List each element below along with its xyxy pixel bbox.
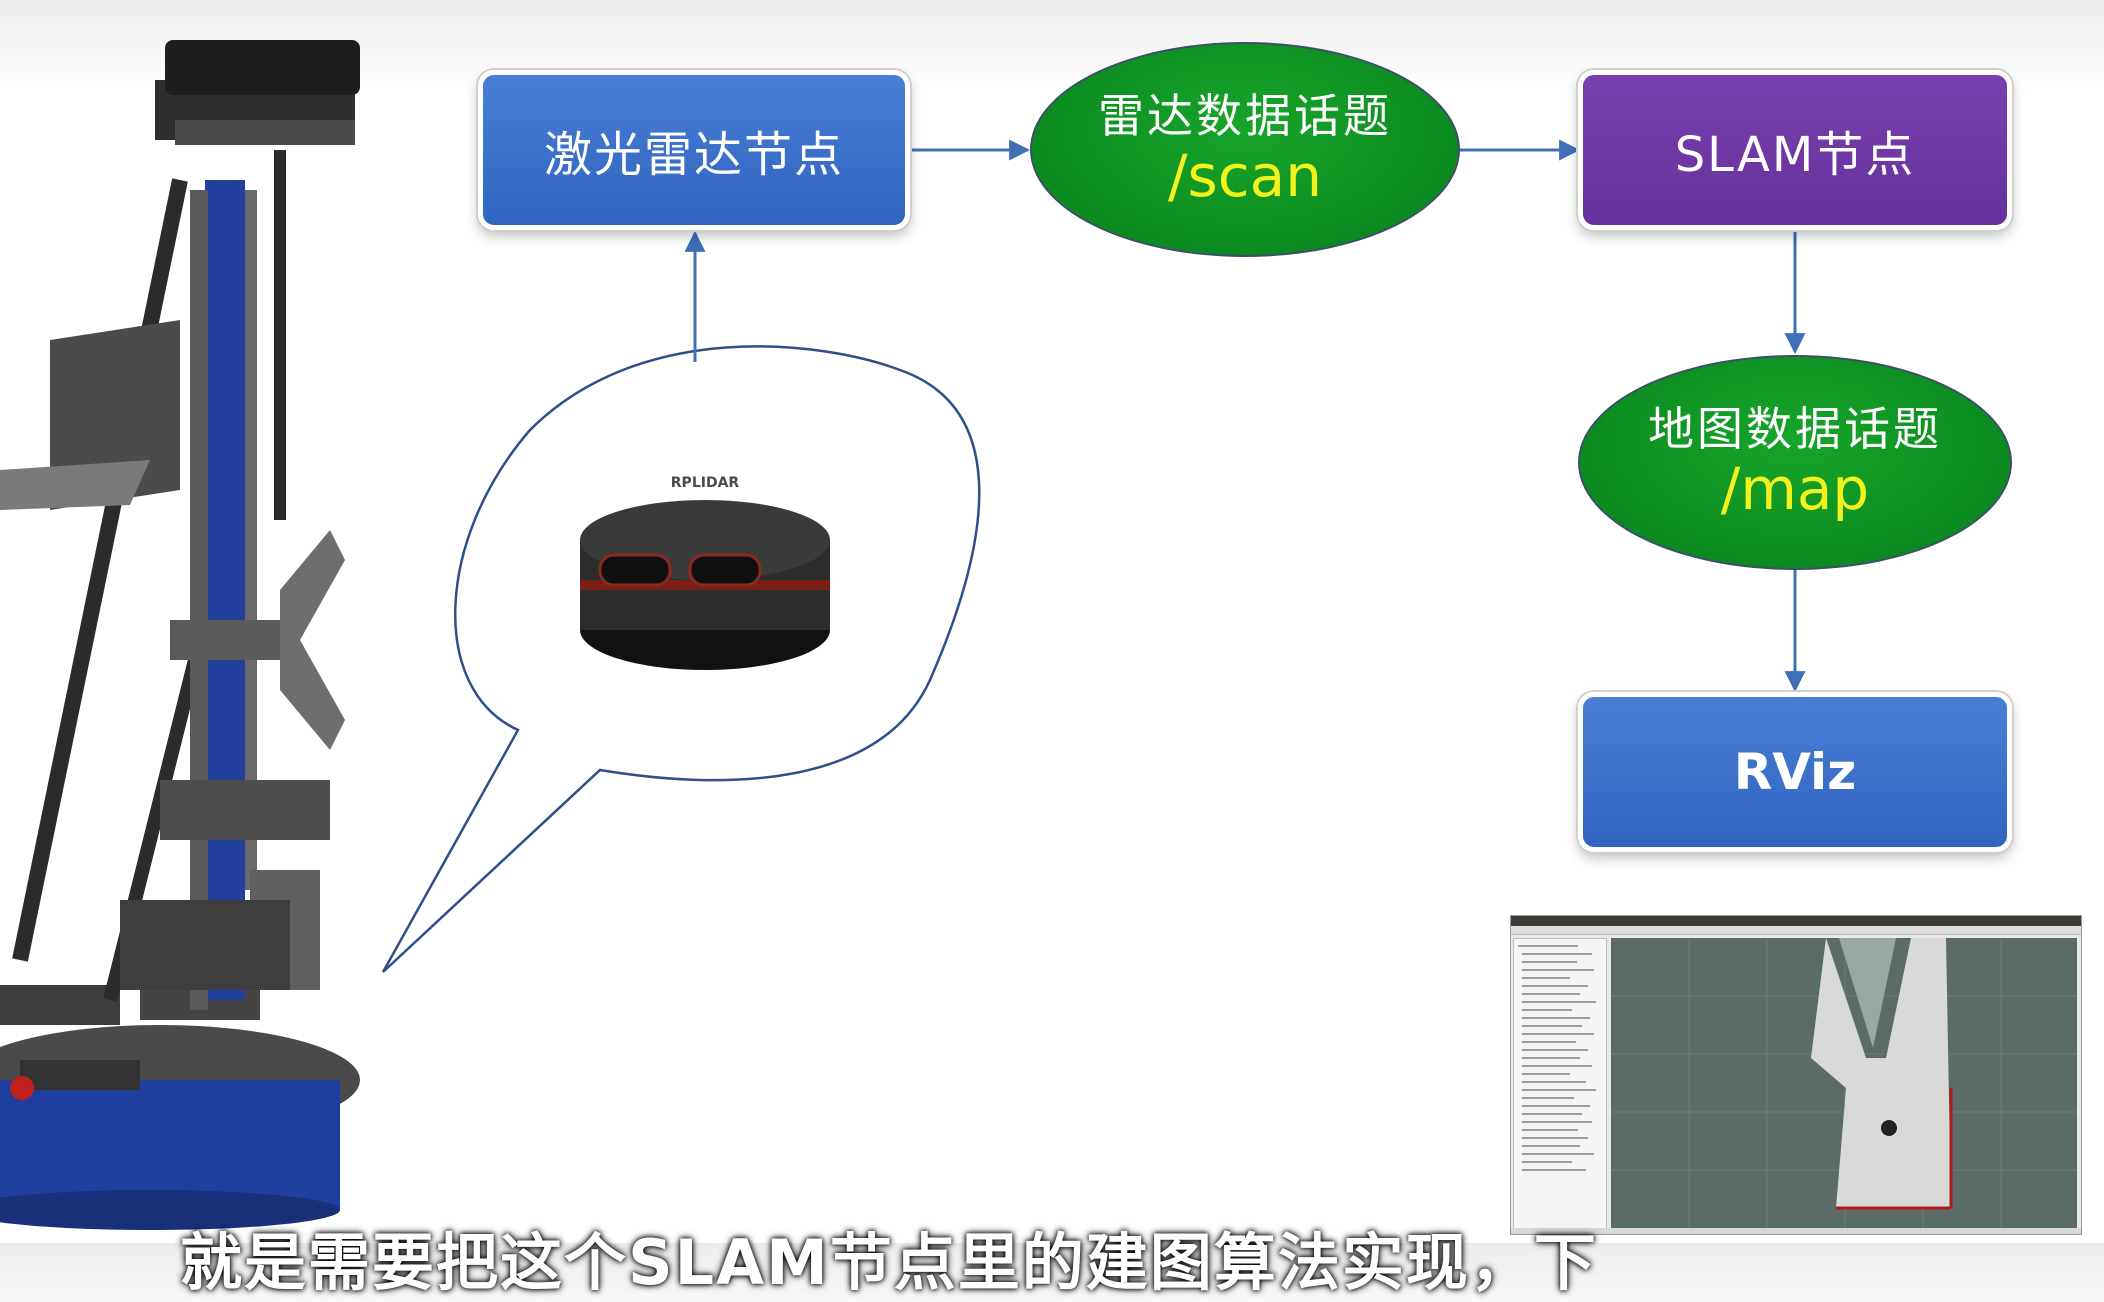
map-topic-path: /map xyxy=(1720,454,1870,523)
scan-topic: 雷达数据话题 /scan xyxy=(1030,42,1460,257)
scan-topic-name: 雷达数据话题 xyxy=(1098,88,1392,143)
connectors-layer: RPLIDAR xyxy=(381,139,1806,973)
rviz-menubar xyxy=(1511,926,2081,935)
rviz-map-free-space xyxy=(1811,938,1951,1208)
rviz-titlebar xyxy=(1511,916,2081,926)
robot-illustration xyxy=(0,40,360,1230)
rviz-displays-panel xyxy=(1513,938,1607,1230)
robot-base-bottom xyxy=(0,1190,340,1230)
robot-column xyxy=(205,180,245,1000)
lidar-brand-label: RPLIDAR xyxy=(671,475,740,491)
video-subtitle: 就是需要把这个SLAM节点里的建图算法实现，下 xyxy=(180,1226,1598,1299)
slam-node: SLAM节点 xyxy=(1578,70,2012,230)
robot-base-body xyxy=(0,1080,340,1210)
map-topic: 地图数据话题 /map xyxy=(1578,355,2012,570)
laptop-keyboard xyxy=(0,460,150,510)
rviz-node: RViz xyxy=(1578,692,2012,852)
rviz-statusbar xyxy=(1511,1228,2081,1234)
lidar-device-icon: RPLIDAR xyxy=(580,475,830,670)
rviz-3d-view xyxy=(1611,938,2077,1228)
lidar-node: 激光雷达节点 xyxy=(478,70,910,230)
scan-topic-path: /scan xyxy=(1168,141,1322,210)
rviz-robot-marker xyxy=(1881,1120,1897,1136)
slam-node-label: SLAM节点 xyxy=(1674,127,1916,183)
lidar-node-label: 激光雷达节点 xyxy=(543,127,844,183)
gripper xyxy=(280,530,345,750)
rviz-node-label: RViz xyxy=(1733,743,1857,801)
depth-camera xyxy=(165,40,360,95)
rviz-screenshot xyxy=(1510,915,2082,1235)
emergency-stop-icon xyxy=(10,1076,34,1100)
map-topic-name: 地图数据话题 xyxy=(1648,401,1942,456)
